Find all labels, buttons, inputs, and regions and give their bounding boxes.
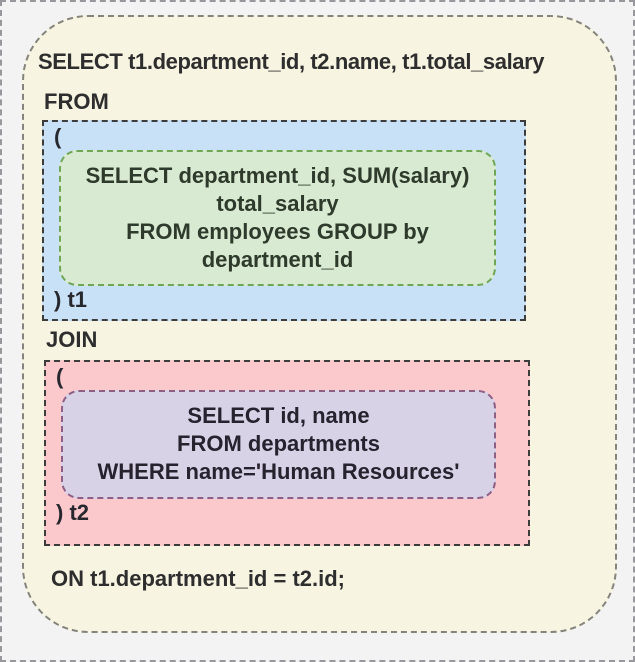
subquery-t2-inner-box: SELECT id, name FROM departments WHERE n… — [61, 390, 496, 499]
select-clause-text: SELECT t1.department_id, t2.name, t1.tot… — [38, 49, 545, 74]
subquery-t2-open-paren: ( — [56, 364, 64, 389]
subquery-t2-close-alias: ) t2 — [56, 500, 89, 525]
subquery-t1-line: SELECT department_id, SUM(salary) — [85, 163, 470, 188]
subquery-t2-box: ( SELECT id, name FROM departments WHERE… — [44, 360, 530, 546]
from-keyword: FROM — [44, 89, 109, 114]
subquery-t1-close-alias: ) t1 — [54, 287, 87, 312]
subquery-t1-line: FROM employees GROUP by — [126, 219, 429, 244]
subquery-t2-line: WHERE name='Human Resources' — [97, 459, 460, 484]
subquery-t1-inner-box: SELECT department_id, SUM(salary) total_… — [59, 150, 496, 286]
subquery-t1-box: ( SELECT department_id, SUM(salary) tota… — [42, 120, 526, 321]
subquery-t1-line: total_salary — [216, 191, 339, 216]
outer-query-frame: SELECT t1.department_id, t2.name, t1.tot… — [22, 15, 617, 633]
subquery-t2-line: SELECT id, name — [187, 403, 370, 428]
join-keyword: JOIN — [46, 327, 98, 352]
on-clause-text: ON t1.department_id = t2.id; — [51, 566, 345, 591]
subquery-t1-line: department_id — [201, 247, 354, 272]
subquery-t1-open-paren: ( — [54, 124, 62, 149]
subquery-t2-line: FROM departments — [177, 431, 380, 456]
